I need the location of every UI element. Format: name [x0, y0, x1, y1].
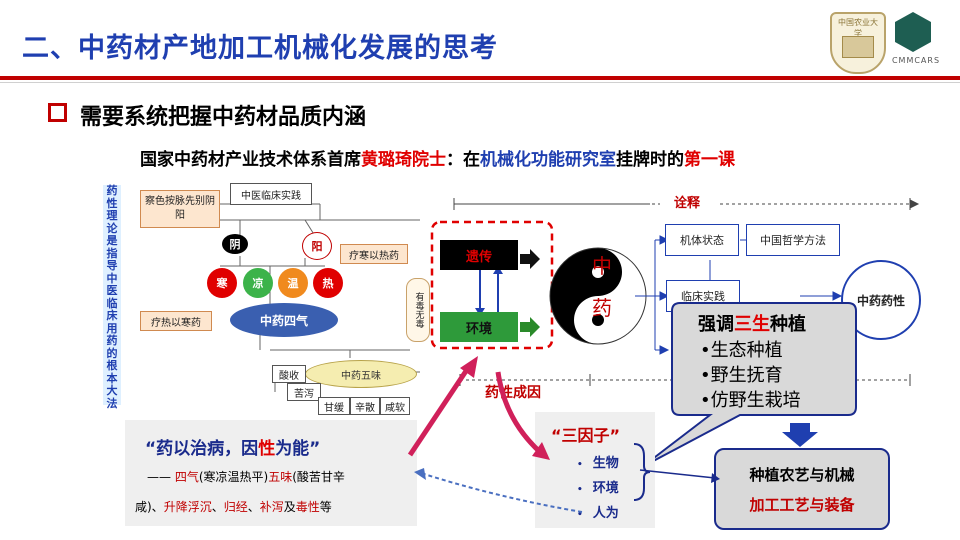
three-factors-title: “三因子” — [551, 426, 621, 445]
taiji-top-char: 中 — [592, 254, 612, 278]
efficacy-box: “药以治病，因性为能” —— 四气(寒凉温热平)五味(酸苦甘辛 咸)、升降浮沉、… — [125, 420, 417, 526]
pungent-box: 辛散 — [350, 397, 380, 415]
cool-circle: 凉 — [243, 268, 273, 298]
factor-item-label: 人为 — [592, 506, 619, 521]
mechanization-line2: 加工工艺与装备 — [749, 496, 855, 514]
cmmcars-logo-text: CMMCARS — [891, 56, 941, 65]
efficacy-meridian: 归经 — [223, 500, 248, 514]
efficacy-four-qi: 四气 — [174, 470, 199, 484]
quote-line: 国家中药材产业技术体系首席黄璐琦院士：在机械化功能研究室挂牌时的第一课 — [140, 145, 735, 170]
square-bullet-icon — [48, 103, 67, 122]
interpret-label: 诠释 — [670, 192, 705, 211]
efficacy-ascend: 升降浮沉 — [163, 500, 212, 514]
efficacy-title: “药以治病，因性为能” — [145, 434, 320, 459]
emphasis-item: •仿野生栽培 — [700, 390, 801, 411]
emphasis-pre: 强调 — [698, 314, 734, 335]
three-factors-list: •生物 •环境 •人为 — [577, 452, 619, 527]
mechanization-line1: 种植农艺与机械 — [749, 466, 855, 484]
hot-circle: 热 — [313, 268, 343, 298]
clinical-practice-box: 中医临床实践 — [230, 183, 312, 205]
cold-circle: 寒 — [207, 268, 237, 298]
sour-box: 酸收 — [272, 365, 306, 383]
four-qi-ellipse: 中药四气 — [230, 303, 338, 337]
efficacy-title-post: 为能” — [275, 439, 321, 459]
yin-circle: 阴 — [222, 234, 248, 254]
efficacy-line1: —— 四气(寒凉温热平)五味(酸苦甘辛 — [147, 468, 345, 485]
factor-item-label: 环境 — [592, 481, 619, 496]
university-logo-text: 中国农业大学 — [838, 18, 878, 38]
salty-box: 咸软 — [380, 397, 410, 415]
bitter-box: 苦泻 — [287, 383, 321, 401]
title-divider-shadow — [0, 82, 960, 83]
emphasis-title: 强调三生种植 — [698, 310, 806, 336]
efficacy-sep2: 、 — [247, 500, 260, 514]
toxicity-oval: 有毒无毒 — [406, 278, 430, 342]
five-flavors-ellipse: 中药五味 — [305, 360, 417, 388]
efficacy-sep1: 、 — [211, 500, 224, 514]
taiji-bottom-char: 药 — [592, 296, 612, 320]
heredity-box: 遗传 — [440, 240, 518, 270]
efficacy-line2: 咸)、升降浮沉、归经、补泻及毒性等 — [135, 498, 332, 515]
efficacy-title-hl: 性 — [258, 439, 276, 459]
emphasis-item: •野生抚育 — [700, 365, 783, 386]
down-arrow-icon — [782, 423, 818, 447]
warm-circle: 温 — [278, 268, 308, 298]
efficacy-and: 及 — [283, 500, 296, 514]
factors-brace — [633, 443, 651, 501]
emphasis-list: •生态种植 •野生抚育 •仿野生栽培 — [700, 338, 801, 413]
theory-vertical-label: 药性理论是指导中医临床用药的根本大法 — [103, 184, 121, 409]
emphasis-post: 种植 — [770, 314, 806, 335]
efficacy-toxicity: 毒性 — [295, 500, 320, 514]
quote-part1: 国家中药材产业技术体系首席 — [140, 150, 361, 170]
factor-item: •生物 — [577, 456, 619, 471]
three-factors-box: “三因子” •生物 •环境 •人为 — [535, 412, 655, 528]
subheading: 需要系统把握中药材品质内涵 — [80, 105, 367, 130]
emphasis-callout-shape — [641, 302, 857, 468]
page-title: 二、中药材产地加工机械化发展的思考 — [22, 33, 498, 64]
efficacy-four-qi-note: (寒凉温热平) — [198, 470, 269, 484]
quote-part2: ：在 — [446, 150, 480, 170]
cmmcars-logo — [895, 12, 931, 52]
factor-item: •环境 — [577, 481, 619, 496]
factor-item-label: 生物 — [592, 456, 619, 471]
efficacy-five-flavors-note: (酸苦甘辛 — [292, 470, 345, 484]
sweet-box: 甘缓 — [318, 397, 350, 415]
emphasis-highlight: 三生 — [734, 314, 770, 335]
efficacy-five-flavors: 五味 — [268, 470, 293, 484]
body-state-box: 机体状态 — [665, 224, 739, 256]
diagnosis-box: 察色按脉先别阴阳 — [140, 190, 220, 228]
title-divider — [0, 76, 960, 80]
environment-box: 环境 — [440, 312, 518, 342]
factor-item: •人为 — [577, 506, 619, 521]
treat-cold-with-heat-box: 疗寒以热药 — [340, 244, 408, 264]
mechanization-box: 种植农艺与机械 加工工艺与装备 — [714, 448, 890, 530]
efficacy-etc: 等 — [319, 500, 332, 514]
quote-lesson: 第一课 — [684, 150, 735, 170]
treat-heat-with-cold-box: 疗热以寒药 — [140, 311, 212, 331]
quote-name: 黄璐琦院士 — [361, 150, 446, 170]
university-logo: 中国农业大学 — [830, 12, 886, 74]
yang-circle: 阳 — [302, 232, 332, 260]
building-icon — [842, 36, 874, 58]
efficacy-title-pre: “药以治病，因 — [145, 439, 259, 459]
quote-part3: 挂牌时的 — [616, 150, 684, 170]
efficacy-line2-a: 咸)、 — [135, 500, 164, 514]
efficacy-dash: —— — [147, 470, 171, 484]
philosophy-box: 中国哲学方法 — [746, 224, 840, 256]
emphasis-item: •生态种植 — [700, 340, 783, 361]
efficacy-tonify: 补泻 — [259, 500, 284, 514]
quote-lab: 机械化功能研究室 — [480, 150, 616, 170]
